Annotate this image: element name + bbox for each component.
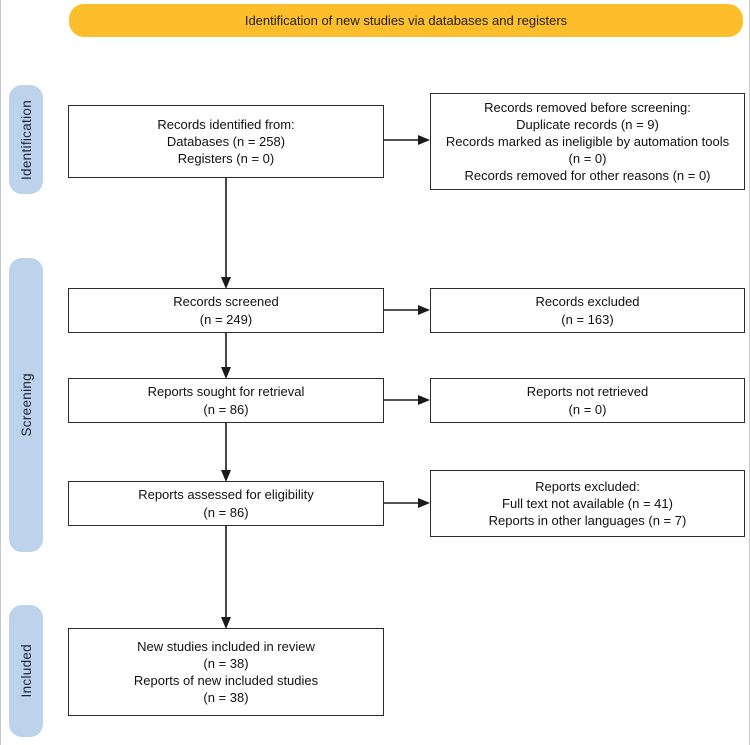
arrow-down-screened-to-sought [221, 333, 231, 379]
phase-label-identification: Identification [9, 85, 43, 194]
box-line: Duplicate records (n = 9) [516, 116, 659, 132]
box-line: Full text not available (n = 41) [502, 495, 673, 511]
box-line: (n = 86) [203, 401, 249, 417]
box-line: Records excluded [535, 294, 640, 310]
phase-label-screening-text: Screening [18, 373, 34, 437]
arrow-down-sought-to-assessed [221, 423, 231, 482]
box-included-studies: New studies included in review (n = 38) … [68, 628, 384, 716]
box-line: Records removed before screening: [484, 99, 691, 115]
box-line: Reports excluded: [535, 478, 640, 494]
box-line: (n = 0) [568, 401, 607, 417]
box-line: Records removed for other reasons (n = 0… [464, 168, 711, 184]
banner: Identification of new studies via databa… [69, 4, 743, 37]
box-line: (n = 38) [203, 690, 249, 706]
arrow-right-identified-to-removed [384, 135, 430, 145]
phase-label-included: Included [9, 605, 43, 737]
box-line: (n = 38) [203, 655, 249, 671]
arrow-down-identified-to-screened [221, 178, 231, 289]
banner-title: Identification of new studies via databa… [244, 13, 568, 28]
box-line: Databases (n = 258) [166, 133, 286, 149]
box-line: Reports not retrieved [526, 384, 649, 400]
box-line: New studies included in review [137, 638, 315, 654]
box-records-removed: Records removed before screening: Duplic… [430, 93, 745, 190]
box-line: Reports assessed for eligibility [138, 487, 314, 503]
arrow-right-assessed-to-excluded [384, 498, 430, 508]
box-line: (n = 86) [203, 504, 249, 520]
arrow-right-screened-to-excluded [384, 305, 430, 315]
box-line: Registers (n = 0) [177, 151, 275, 167]
box-line: Records marked as ineligible by automati… [445, 133, 730, 167]
arrow-down-assessed-to-included [221, 526, 231, 629]
phase-label-screening: Screening [9, 258, 43, 552]
box-line: Reports sought for retrieval [147, 384, 305, 400]
box-line: (n = 163) [561, 311, 614, 327]
box-records-identified: Records identified from: Databases (n = … [68, 105, 384, 178]
box-line: Records screened [173, 294, 279, 310]
box-line: Reports of new included studies [133, 673, 319, 688]
phase-label-included-text: Included [18, 644, 34, 698]
box-reports-excluded: Reports excluded: Full text not availabl… [430, 470, 745, 537]
box-line: Reports in other languages (n = 7) [488, 513, 687, 529]
box-line: Records identified from: [157, 116, 295, 132]
box-line: (n = 249) [199, 311, 253, 327]
box-records-screened: Records screened (n = 249) [68, 288, 384, 333]
box-records-excluded: Records excluded (n = 163) [430, 288, 745, 333]
box-reports-assessed: Reports assessed for eligibility (n = 86… [68, 481, 384, 526]
box-reports-not-retrieved: Reports not retrieved (n = 0) [430, 378, 745, 423]
arrow-right-sought-to-not-retrieved [384, 395, 430, 405]
phase-label-identification-text: Identification [18, 99, 34, 180]
box-reports-sought: Reports sought for retrieval (n = 86) [68, 378, 384, 423]
